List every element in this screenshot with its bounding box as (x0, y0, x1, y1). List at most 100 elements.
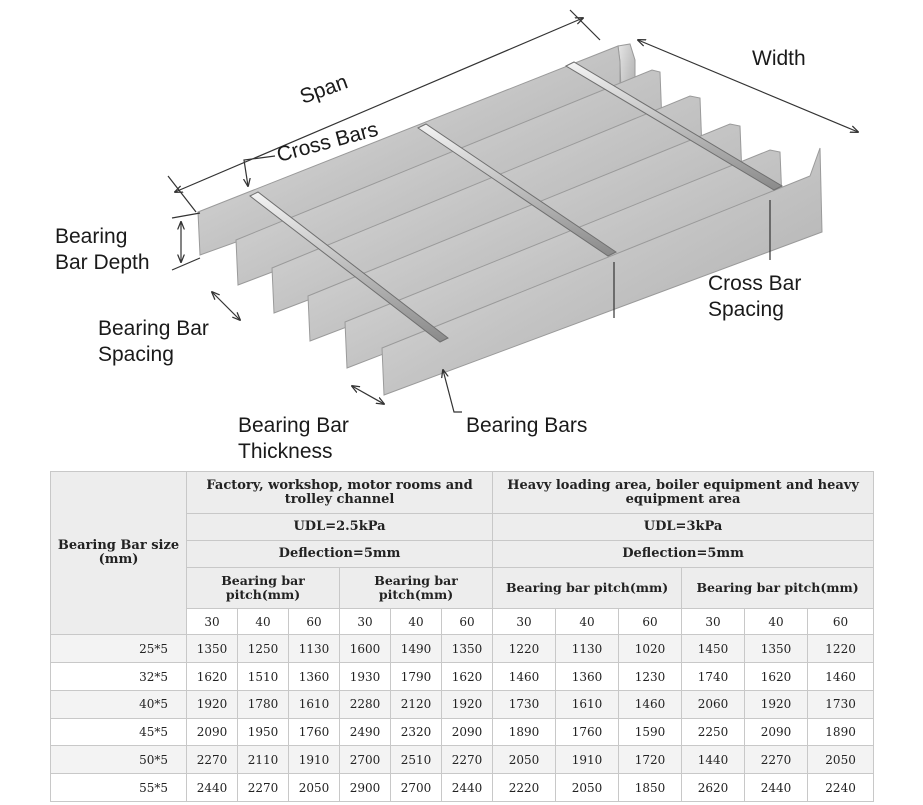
group2-deflection: Deflection=5mm (492, 539, 875, 568)
span-value-cell: 1450 (681, 634, 746, 664)
span-value-cell: 2050 (288, 773, 340, 802)
size-header-line-2: (mm) (98, 552, 139, 568)
bearing-bar-size-cell: 45*5 (50, 717, 187, 747)
span-value-cell: 1590 (618, 717, 683, 747)
span-value-cell: 1610 (288, 689, 340, 719)
pitch-value: 60 (440, 607, 494, 636)
span-value-cell: 2700 (339, 745, 391, 775)
span-value-cell: 1020 (618, 634, 683, 664)
span-value-cell: 1220 (807, 634, 875, 664)
span-value-cell: 1610 (555, 689, 620, 719)
span-value-cell: 1220 (492, 634, 557, 664)
span-value-cell: 2060 (681, 689, 746, 719)
span-value-cell: 1460 (618, 689, 683, 719)
span-value-cell: 1230 (618, 662, 683, 691)
span-value-cell: 1890 (807, 717, 875, 747)
span-value-cell: 1350 (186, 634, 238, 664)
span-value-cell: 1130 (288, 634, 340, 664)
group2-area-header: Heavy loading area, boiler equipment and… (492, 470, 875, 515)
pitch-values-row: 30 40 60 30 40 60 30 40 60 30 40 60 (51, 607, 875, 636)
group1-pitch-b-line-2: pitch(mm) (378, 586, 454, 602)
bearing-bars-label: Bearing Bars (466, 414, 587, 437)
pitch-value: 60 (618, 607, 683, 636)
span-value-cell: 1920 (744, 689, 809, 719)
bearing-bar (344, 149, 783, 369)
span-value-cell: 2490 (339, 717, 391, 747)
span-value-cell: 1910 (288, 745, 340, 775)
bearing-bar-size-cell: 40*5 (50, 689, 187, 719)
span-value-cell: 1440 (681, 745, 746, 775)
span-value-cell: 1790 (390, 662, 442, 691)
span-value-cell: 1920 (186, 689, 238, 719)
span-value-cell: 2120 (390, 689, 442, 719)
span-value-cell: 2620 (681, 773, 746, 802)
span-value-cell: 2270 (440, 745, 494, 775)
span-value-cell: 2270 (744, 745, 809, 775)
span-value-cell: 1620 (440, 662, 494, 691)
span-value-cell: 1350 (744, 634, 809, 664)
pitch-value: 30 (186, 607, 238, 636)
span-value-cell: 2220 (492, 773, 557, 802)
spacing-dim-line (212, 292, 240, 320)
bearing-bar-size-cell: 32*5 (50, 662, 187, 691)
span-label: Span (297, 70, 351, 108)
group2-pitch-header-a: Bearing bar pitch(mm) (492, 566, 683, 609)
group1-pitch-b-line-1: Bearing bar (374, 572, 458, 588)
bearing-bar-size-cell: 55*5 (50, 773, 187, 802)
span-value-cell: 2240 (807, 773, 875, 802)
span-value-cell: 1130 (555, 634, 620, 664)
span-value-cell: 1850 (618, 773, 683, 802)
span-value-cell: 2510 (390, 745, 442, 775)
span-value-cell: 1350 (440, 634, 494, 664)
width-dim-line (638, 40, 858, 132)
dimension-lines (167, 9, 858, 413)
cross-bar-spacing-label-1: Cross Bar (708, 272, 801, 295)
size-header: Bearing Bar size (mm) (50, 470, 187, 636)
group1-pitch-header-b: Bearing bar pitch(mm) (338, 566, 494, 609)
bearing-bar-spacing-label-2: Spacing (98, 343, 174, 366)
group1-udl: UDL=2.5kPa (185, 513, 494, 541)
span-value-cell: 1600 (339, 634, 391, 664)
span-value-cell: 1360 (555, 662, 620, 691)
bearing-bar-size-cell: 25*5 (50, 634, 187, 664)
span-value-cell: 1490 (390, 634, 442, 664)
bearing-bar-depth-label-1: Bearing (55, 225, 127, 248)
cross-bar-spacing-label-2: Spacing (708, 298, 784, 321)
span-value-cell: 1760 (288, 717, 340, 747)
group1-area-line-1: Factory, workshop, motor rooms and (206, 477, 473, 493)
pitch-value: 40 (237, 607, 289, 636)
span-value-cell: 1620 (744, 662, 809, 691)
span-value-cell: 2270 (237, 773, 289, 802)
pitch-value: 30 (492, 607, 557, 636)
span-value-cell: 2050 (555, 773, 620, 802)
span-value-cell: 2320 (390, 717, 442, 747)
group1-pitch-a-line-1: Bearing bar (221, 572, 305, 588)
span-value-cell: 1730 (807, 689, 875, 719)
span-value-cell: 2270 (186, 745, 238, 775)
span-value-cell: 2250 (681, 717, 746, 747)
thickness-dim-line (352, 386, 384, 404)
group1-area-header: Factory, workshop, motor rooms and troll… (185, 470, 494, 515)
bearing-bar-spacing-label-1: Bearing Bar (98, 317, 209, 340)
span-value-cell: 1760 (555, 717, 620, 747)
span-value-cell: 2090 (744, 717, 809, 747)
span-value-cell: 1920 (440, 689, 494, 719)
span-value-cell: 1360 (288, 662, 340, 691)
bearing-bar-size-cell: 50*5 (50, 745, 187, 775)
group1-pitch-header-a: Bearing bar pitch(mm) (186, 566, 340, 609)
span-value-cell: 1910 (555, 745, 620, 775)
width-label: Width (752, 47, 806, 70)
span-value-cell: 2090 (440, 717, 494, 747)
span-value-cell: 1930 (339, 662, 391, 691)
bearing-bar-thickness-label-2: Thickness (238, 440, 333, 463)
span-value-cell: 2050 (492, 745, 557, 775)
span-value-cell: 2440 (744, 773, 809, 802)
bearing-bar-depth-label-2: Bar Depth (55, 251, 150, 274)
span-value-cell: 1460 (807, 662, 875, 691)
